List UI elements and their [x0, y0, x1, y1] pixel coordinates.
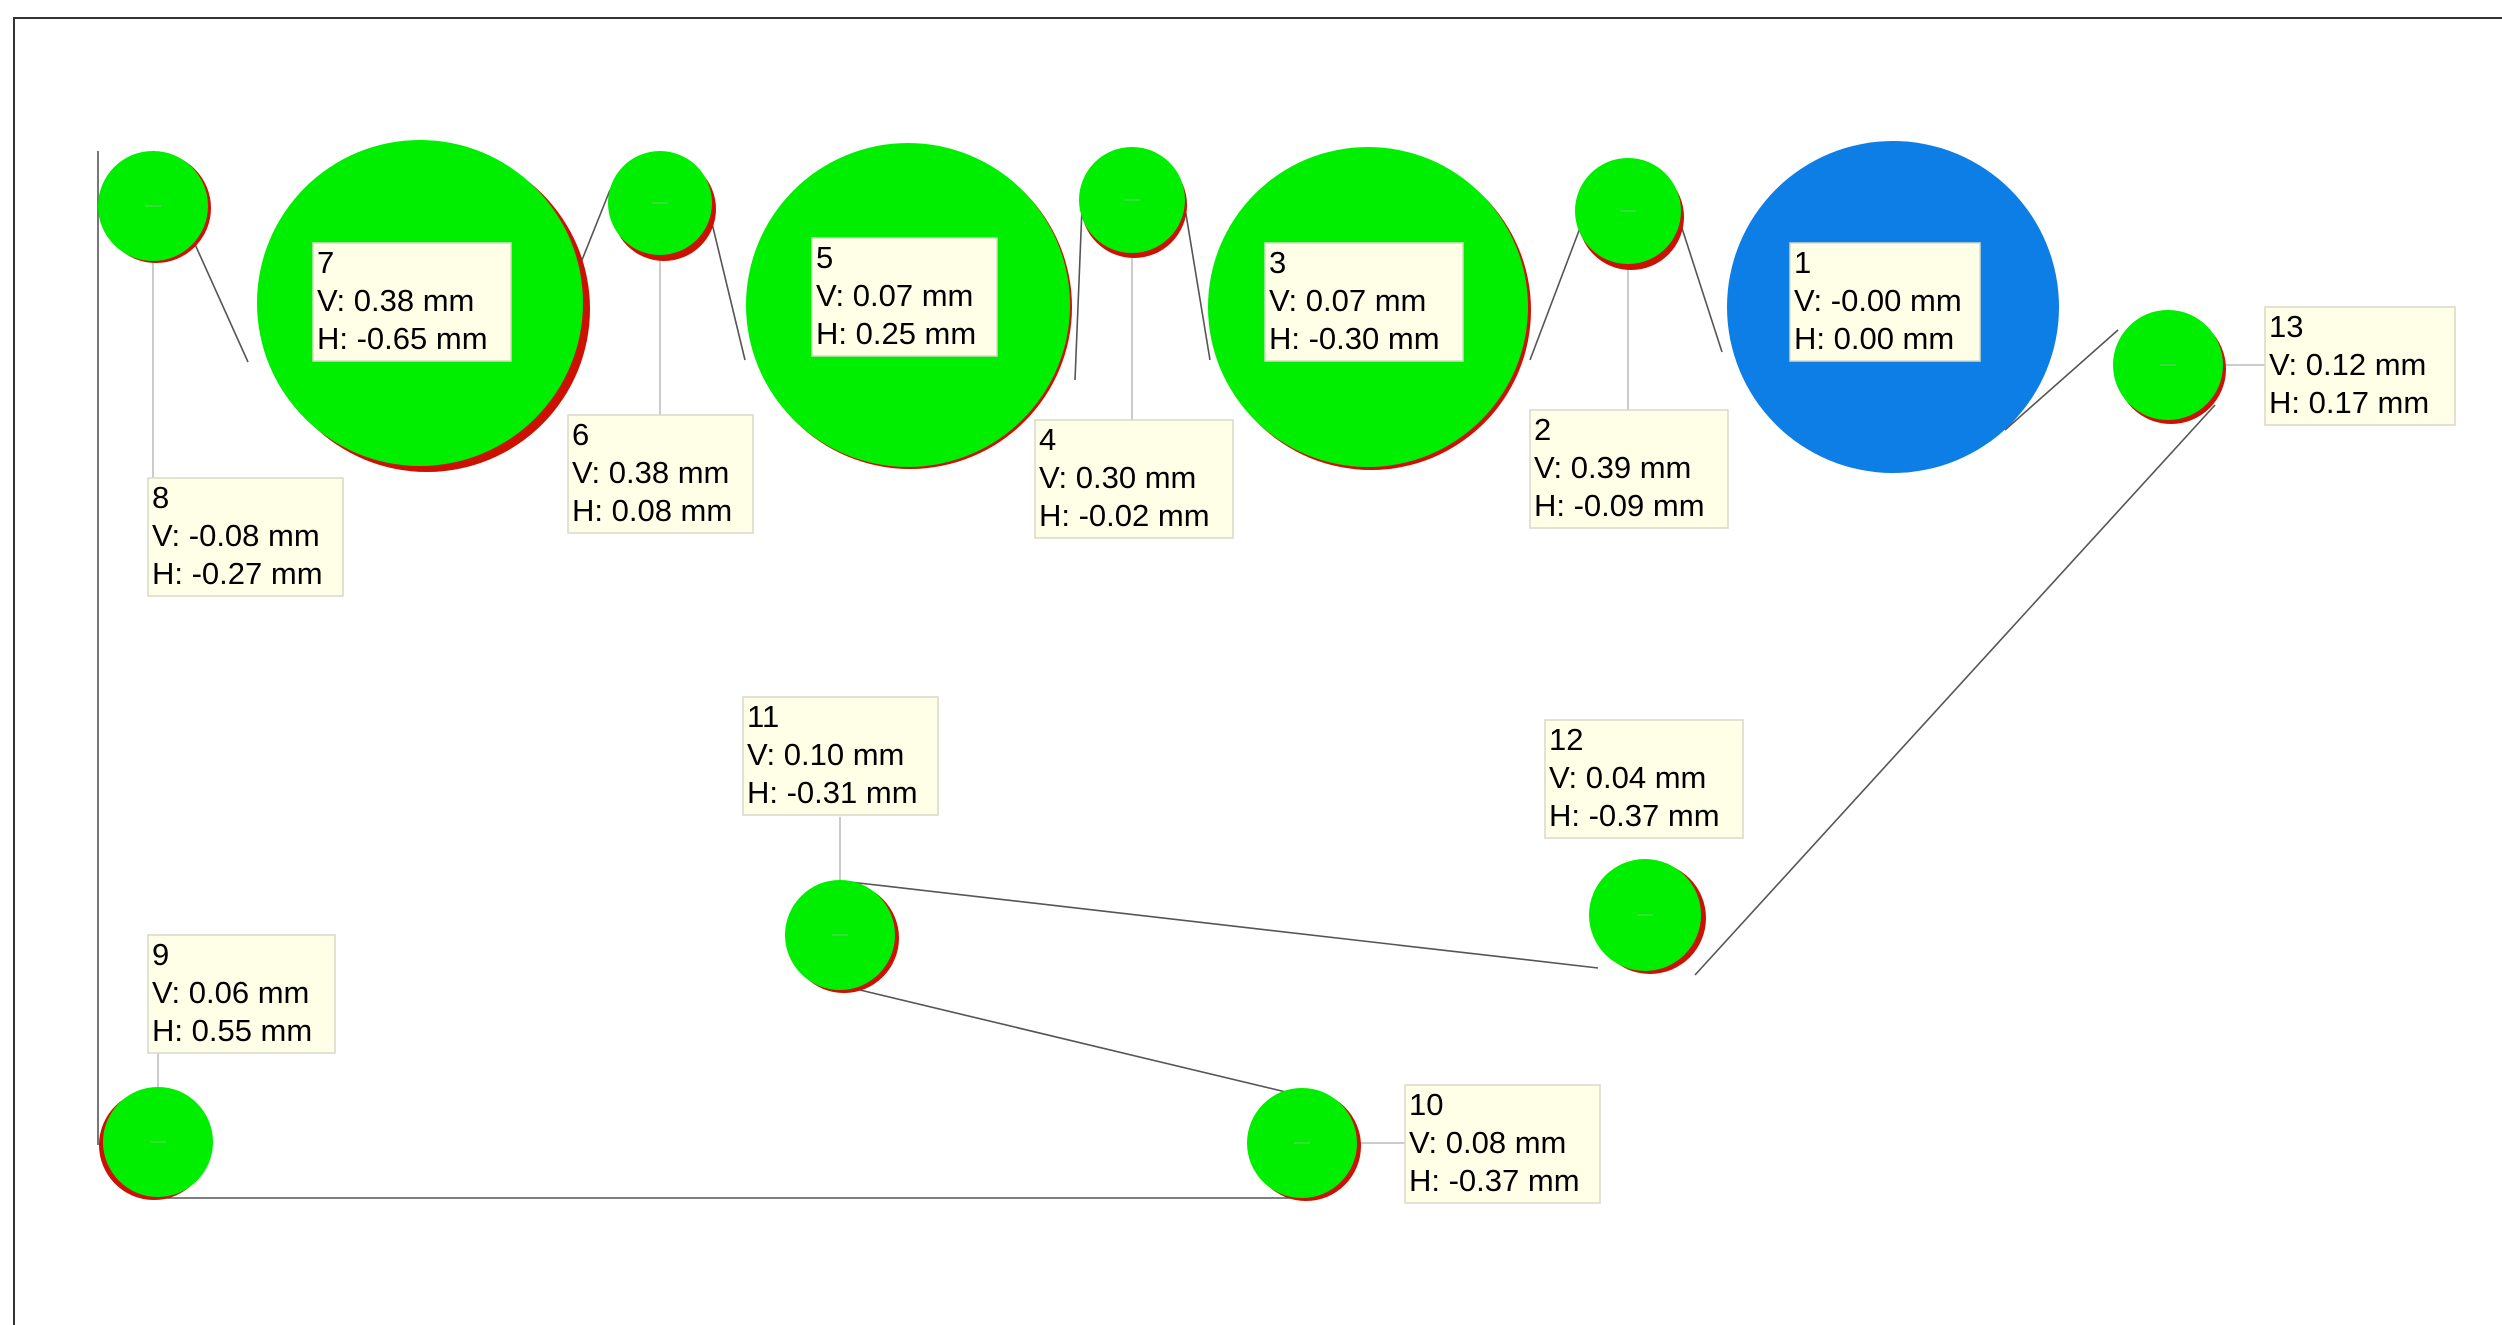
roller-label-h: H: -0.31 mm	[747, 775, 918, 810]
roller-label-v: V: 0.38 mm	[572, 455, 729, 490]
roller-label-h: H: 0.17 mm	[2269, 385, 2429, 420]
label-box	[567, 414, 754, 534]
roller-label-9: 9V: 0.06 mmH: 0.55 mm	[147, 934, 336, 1054]
label-box	[312, 242, 512, 362]
roller-label-number: 6	[572, 417, 589, 452]
belt-segment	[849, 881, 1599, 969]
roller-label-number: 9	[152, 937, 169, 972]
belt-segment	[2004, 329, 2119, 431]
leader-lines	[152, 253, 2265, 1144]
roller-label-h: H: 0.00 mm	[1794, 321, 1954, 356]
roller-label-v: V: 0.07 mm	[816, 278, 973, 313]
roller-label-6: 6V: 0.38 mmH: 0.08 mm	[567, 414, 754, 534]
label-box	[1529, 409, 1729, 529]
roller-label-h: H: -0.30 mm	[1269, 321, 1440, 356]
roller-label-8: 8V: -0.08 mmH: -0.27 mm	[147, 477, 344, 597]
label-box	[1264, 242, 1464, 362]
roller-label-number: 12	[1549, 722, 1583, 757]
roller-label-5: 5V: 0.07 mmH: 0.25 mm	[811, 237, 998, 357]
belt-segment	[709, 214, 746, 361]
roller-label-v: V: 0.39 mm	[1534, 450, 1691, 485]
roller-label-v: V: 0.10 mm	[747, 737, 904, 772]
roller-label-v: V: 0.38 mm	[317, 283, 474, 318]
roller-label-10: 10V: 0.08 mmH: -0.37 mm	[1404, 1084, 1601, 1204]
roller-label-h: H: -0.27 mm	[152, 556, 323, 591]
label-box	[1789, 242, 1981, 362]
label-box	[147, 934, 336, 1054]
label-box	[1404, 1084, 1601, 1204]
roller-11[interactable]	[785, 880, 899, 993]
roller-label-v: V: 0.06 mm	[152, 975, 309, 1010]
roller-label-1: 1V: -0.00 mmH: 0.00 mm	[1789, 242, 1981, 362]
roller-label-number: 11	[747, 699, 779, 734]
belt-segment	[1184, 207, 1211, 361]
roller-label-v: V: -0.08 mm	[152, 518, 320, 553]
roller-label-h: H: 0.08 mm	[572, 493, 732, 528]
roller-label-13: 13V: 0.12 mmH: 0.17 mm	[2264, 306, 2456, 426]
roller-label-number: 7	[317, 245, 334, 280]
roller-label-v: V: -0.00 mm	[1794, 283, 1962, 318]
roller-label-v: V: 0.04 mm	[1549, 760, 1706, 795]
belt-segment	[1679, 221, 1723, 353]
roller-label-h: H: -0.02 mm	[1039, 498, 1210, 533]
roller-2[interactable]	[1575, 158, 1684, 270]
belt-segment	[1529, 227, 1581, 361]
roller-label-v: V: 0.07 mm	[1269, 283, 1426, 318]
roller-label-4: 4V: 0.30 mmH: -0.02 mm	[1034, 419, 1234, 539]
roller-label-12: 12V: 0.04 mmH: -0.37 mm	[1544, 719, 1744, 839]
belt-segment	[1074, 207, 1083, 381]
roller-label-number: 10	[1409, 1087, 1443, 1122]
roller-label-number: 4	[1039, 422, 1056, 457]
roller-label-number: 3	[1269, 245, 1286, 280]
roller-13[interactable]	[2113, 310, 2226, 424]
roller-label-number: 5	[816, 240, 833, 275]
roller-label-number: 13	[2269, 309, 2303, 344]
label-box	[811, 237, 998, 357]
roller-label-2: 2V: 0.39 mmH: -0.09 mm	[1529, 409, 1729, 529]
label-box	[2264, 306, 2456, 426]
roller-label-v: V: 0.30 mm	[1039, 460, 1196, 495]
roller-8[interactable]	[98, 151, 211, 263]
roller-9[interactable]	[99, 1087, 213, 1200]
roller-label-number: 2	[1534, 412, 1551, 447]
label-box	[1034, 419, 1234, 539]
roller-label-h: H: -0.65 mm	[317, 321, 488, 356]
label-box	[1544, 719, 1744, 839]
belt-segment	[859, 989, 1291, 1094]
roller-label-11: 11V: 0.10 mmH: -0.31 mm	[742, 696, 939, 816]
roller-label-3: 3V: 0.07 mmH: -0.30 mm	[1264, 242, 1464, 362]
roller-label-h: H: -0.37 mm	[1549, 798, 1720, 833]
roller-label-number: 8	[152, 480, 169, 515]
roller-label-v: V: 0.12 mm	[2269, 347, 2426, 382]
roller-6[interactable]	[608, 151, 716, 261]
belt-segment	[1694, 404, 2216, 976]
roller-label-h: H: -0.37 mm	[1409, 1163, 1580, 1198]
roller-4[interactable]	[1079, 147, 1187, 258]
label-box	[147, 477, 344, 597]
roller-10[interactable]	[1247, 1088, 1361, 1201]
label-box	[742, 696, 939, 816]
roller-12[interactable]	[1589, 859, 1706, 974]
roller-label-h: H: 0.25 mm	[816, 316, 976, 351]
roller-label-h: H: -0.09 mm	[1534, 488, 1705, 523]
roller-label-7: 7V: 0.38 mmH: -0.65 mm	[312, 242, 512, 362]
roller-label-h: H: 0.55 mm	[152, 1013, 312, 1048]
roller-label-v: V: 0.08 mm	[1409, 1125, 1566, 1160]
roller-label-number: 1	[1794, 245, 1811, 280]
